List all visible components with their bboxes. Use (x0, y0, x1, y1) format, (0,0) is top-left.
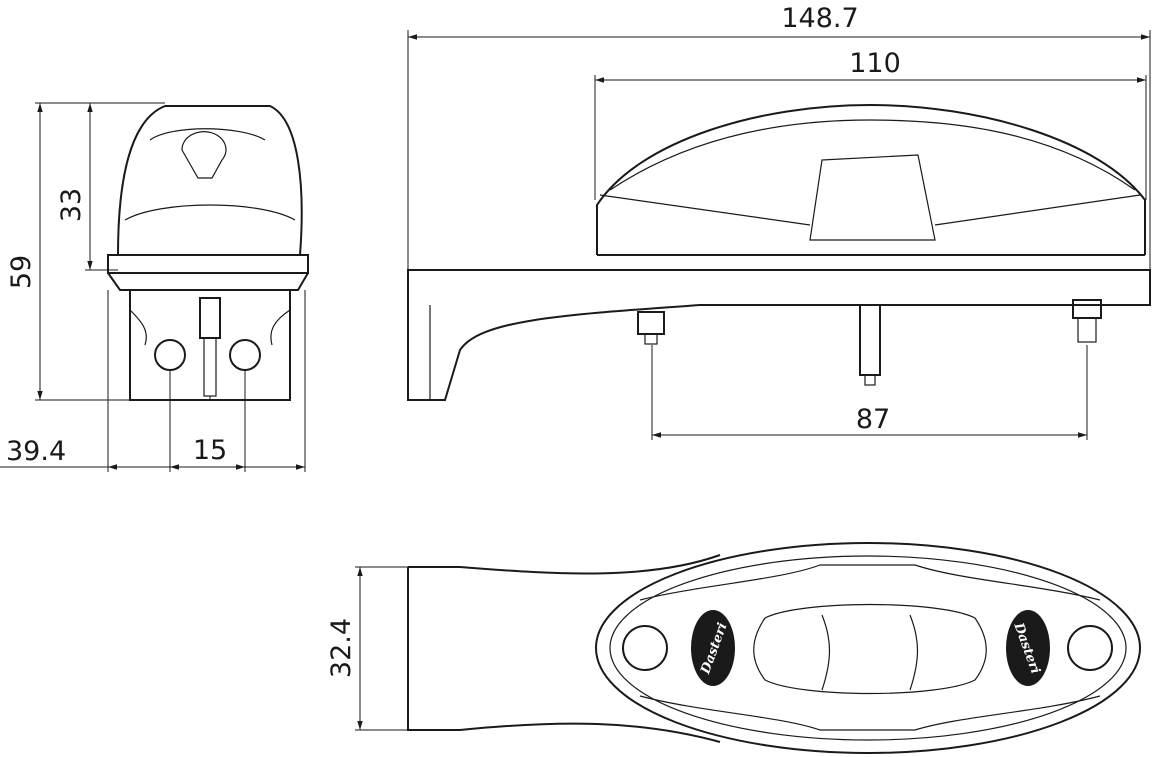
side-dimensions: 148.7 110 87 (407, 3, 1151, 440)
dim-total-height: 59 (6, 255, 37, 289)
dim-overall-length: 148.7 (781, 3, 858, 34)
dim-lamp-length: 110 (849, 48, 901, 79)
dim-hole-spacing: 15 (193, 435, 227, 466)
stud-center (859, 304, 881, 376)
brand-logo-right: Dasteri (1006, 610, 1050, 686)
front-dimensions: 59 33 39.4 15 (0, 102, 306, 472)
mounting-hole (622, 625, 668, 671)
side-view (407, 103, 1151, 401)
mounting-hole (1067, 625, 1113, 671)
dim-stud-spacing: 87 (856, 404, 890, 435)
dim-base-width: 39.4 (6, 436, 66, 467)
brand-logo-left: Dasteri (691, 610, 735, 686)
dim-top-width: 32.4 (326, 618, 357, 678)
lens-center (809, 154, 936, 241)
stud-right (1072, 299, 1102, 319)
front-view (107, 105, 309, 401)
stud (199, 297, 221, 339)
stud-left (637, 311, 665, 335)
mounting-hole (154, 339, 186, 371)
lens-top (753, 603, 987, 695)
dim-lamp-height: 33 (56, 188, 87, 222)
top-dimensions: 32.4 (326, 566, 408, 731)
mounting-hole (229, 339, 261, 371)
top-view: Dasteri Dasteri (407, 542, 1141, 754)
